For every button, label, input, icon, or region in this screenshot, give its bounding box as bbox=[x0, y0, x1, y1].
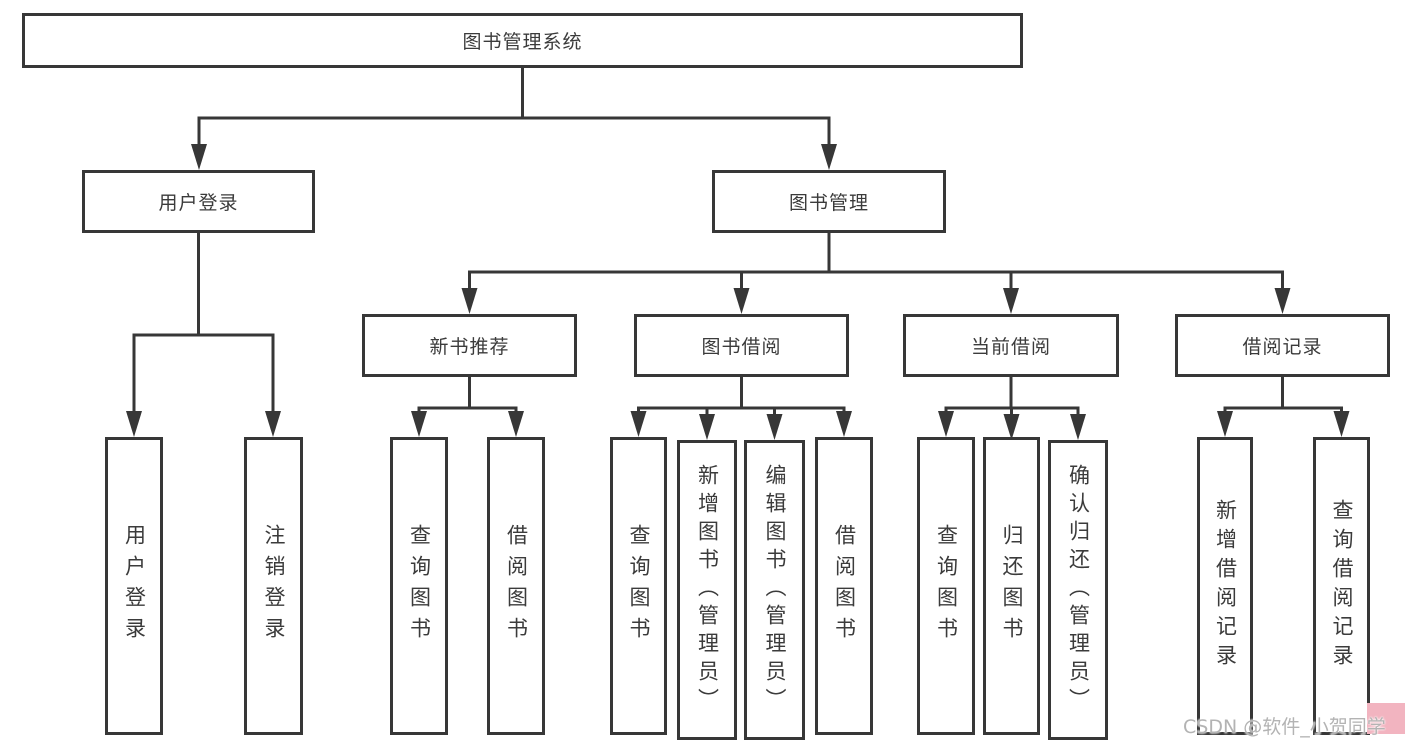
leaf-edit-books-admin: 编辑图书（管理员） bbox=[744, 440, 805, 740]
node-library-management-system: 图书管理系统 bbox=[22, 13, 1023, 68]
leaf-confirm-return-admin: 确认归还（管理员） bbox=[1048, 440, 1108, 740]
node-new-book-recommendation: 新书推荐 bbox=[362, 314, 577, 377]
node-user-login: 用户登录 bbox=[82, 170, 315, 233]
leaf-add-books-admin: 新增图书（管理员） bbox=[677, 440, 737, 740]
node-book-borrowing: 图书借阅 bbox=[634, 314, 849, 377]
leaf-return-books: 归还图书 bbox=[983, 437, 1040, 735]
node-current-borrowing: 当前借阅 bbox=[903, 314, 1119, 377]
watermark-accent bbox=[1367, 703, 1405, 734]
leaf-borrow-books-borrow: 借阅图书 bbox=[815, 437, 873, 735]
watermark: CSDN @软件_小贺同学 bbox=[1183, 716, 1386, 738]
leaf-add-borrow-record: 新增借阅记录 bbox=[1197, 437, 1253, 735]
leaf-search-books-borrow: 查询图书 bbox=[610, 437, 667, 735]
leaf-logout-login: 注销登录 bbox=[244, 437, 303, 735]
node-borrowing-records: 借阅记录 bbox=[1175, 314, 1390, 377]
leaf-borrow-books-rec: 借阅图书 bbox=[487, 437, 545, 735]
leaf-search-books-rec: 查询图书 bbox=[390, 437, 448, 735]
leaf-user-login: 用户登录 bbox=[105, 437, 163, 735]
node-book-management: 图书管理 bbox=[712, 170, 946, 233]
leaf-search-borrow-record: 查询借阅记录 bbox=[1313, 437, 1370, 735]
leaf-search-books-current: 查询图书 bbox=[917, 437, 975, 735]
